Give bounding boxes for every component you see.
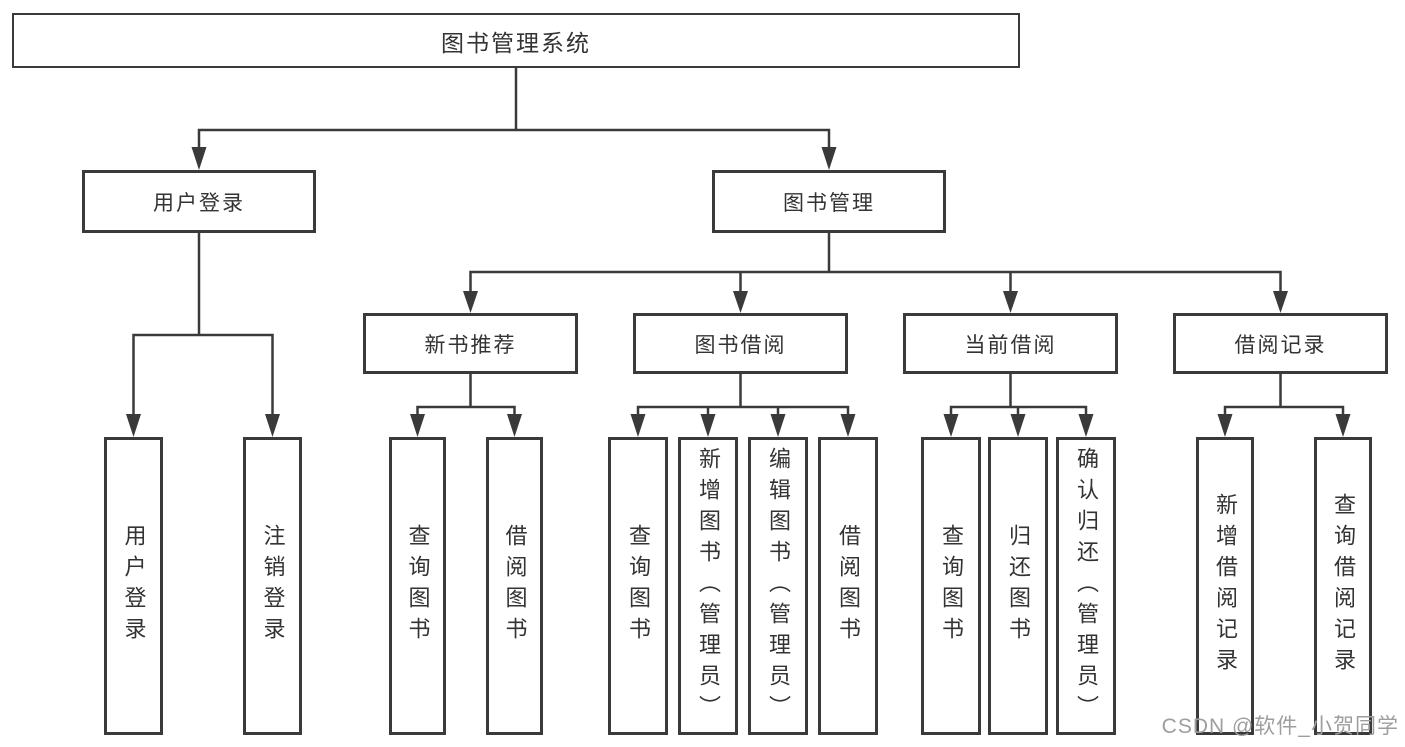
node-library-management-system: 图书管理系统 [12, 13, 1020, 68]
leaf-add-borrow-record: 新增借阅记录 [1196, 437, 1254, 735]
leaf-query-books-borrow: 查询图书 [608, 437, 668, 735]
leaf-query-books-recommend: 查询图书 [389, 437, 446, 735]
leaf-confirm-return-admin: 确认归还（管理员） [1056, 437, 1116, 735]
leaf-edit-book-admin: 编辑图书（管理员） [748, 437, 808, 735]
node-user-login: 用户登录 [82, 170, 316, 233]
node-book-management: 图书管理 [712, 170, 946, 233]
leaf-query-books-current: 查询图书 [921, 437, 981, 735]
leaf-user-login: 用户登录 [104, 437, 163, 735]
node-borrow-records: 借阅记录 [1173, 313, 1388, 374]
node-current-borrow: 当前借阅 [903, 313, 1118, 374]
node-new-book-recommend: 新书推荐 [363, 313, 578, 374]
csdn-watermark: CSDN @软件_小贺同学 [1161, 715, 1399, 738]
leaf-logout: 注销登录 [243, 437, 302, 735]
leaf-query-borrow-record: 查询借阅记录 [1314, 437, 1372, 735]
leaf-borrow-books: 借阅图书 [818, 437, 878, 735]
leaf-return-books: 归还图书 [988, 437, 1048, 735]
node-book-borrow: 图书借阅 [633, 313, 848, 374]
leaf-add-book-admin: 新增图书（管理员） [678, 437, 738, 735]
leaf-borrow-books-recommend: 借阅图书 [486, 437, 543, 735]
